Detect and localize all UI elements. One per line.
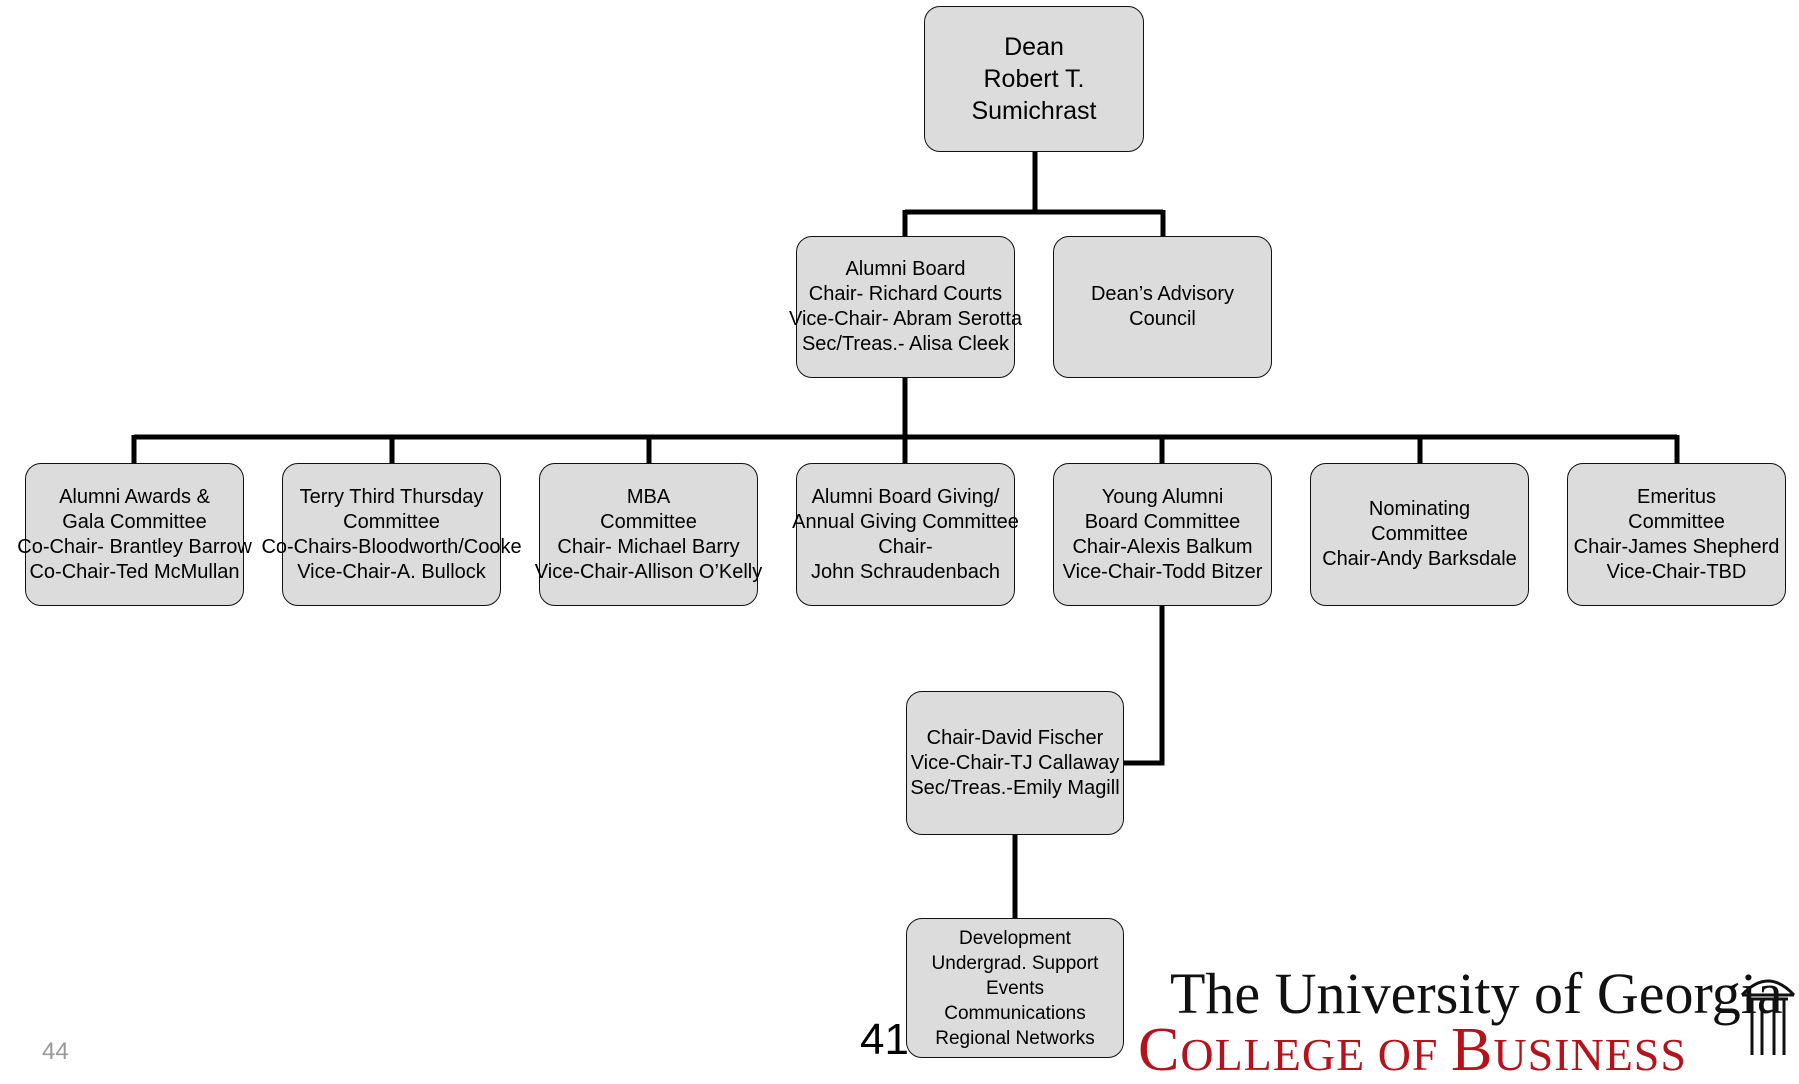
node-line: Chair-James Shepherd	[1573, 535, 1780, 558]
terry-third-thursday-committee-box: Terry Third Thursday Committee Co-Chairs…	[261, 463, 522, 606]
node-line: Committee	[1371, 523, 1468, 545]
node-line: John Schraudenbach	[810, 560, 1001, 583]
node-line: Co-Chairs-Bloodworth/Cooke	[261, 535, 522, 558]
node-line: Vice-Chair-Todd Bitzer	[1062, 560, 1263, 583]
young-alumni-board-officers-box: Chair-David Fischer Vice-Chair-TJ Callaw…	[906, 691, 1124, 835]
node-line: Committee	[343, 510, 440, 533]
node-line: Vice-Chair-TBD	[1606, 560, 1747, 583]
alumni-board-box: Alumni Board Chair- Richard Courts Vice-…	[789, 236, 1022, 378]
connector-dean-to-level1	[902, 152, 1166, 236]
node-line: Co-Chair- Brantley Barrow	[17, 535, 252, 558]
connector-alumni-board-to-committees	[131, 378, 1680, 463]
mba-committee-box: MBA Committee Chair- Michael Barry Vice-…	[535, 463, 762, 606]
alumni-board-giving-committee-box: Alumni Board Giving/ Annual Giving Commi…	[792, 463, 1019, 606]
dean-title: Dean	[1004, 33, 1064, 61]
dean-name-line2: Sumichrast	[971, 97, 1097, 125]
node-line: Chair-David Fischer	[926, 726, 1104, 749]
dean-text: Dean Robert T. Sumichrast	[971, 31, 1096, 127]
node-line: Dean’s Advisory	[1090, 283, 1235, 305]
node-line: Chair-	[878, 535, 933, 558]
emeritus-committee-box: Emeritus Committee Chair-James Shepherd …	[1567, 463, 1786, 606]
logo-university-line: The University of Georgia	[1170, 961, 1783, 1026]
development-box: Development Undergrad. Support Events Co…	[906, 918, 1124, 1058]
node-line: Events	[985, 977, 1045, 999]
node-line: Emeritus	[1637, 485, 1716, 508]
node-line: Committee	[600, 510, 697, 533]
terry-college-logo: The University of Georgia COLLEGE OF BUS…	[1138, 955, 1799, 1081]
node-line: Vice-Chair- Abram Serotta	[788, 308, 1023, 330]
org-chart-connectors	[131, 152, 1680, 918]
node-line: Vice-Chair-TJ Callaway	[910, 751, 1120, 774]
node-line: Vice-Chair-A. Bullock	[297, 560, 486, 583]
node-line: Co-Chair-Ted McMullan	[29, 560, 240, 583]
node-line: Vice-Chair-Allison O’Kelly	[534, 560, 763, 583]
node-line: Chair-Alexis Balkum	[1072, 535, 1253, 558]
connector-young-alumni-to-board	[1122, 606, 1165, 766]
node-line: Council	[1129, 308, 1196, 330]
node-line: Chair- Richard Courts	[808, 283, 1003, 305]
node-line: Young Alumni	[1101, 485, 1224, 508]
node-line: Terry Third Thursday	[299, 485, 484, 508]
node-line: Annual Giving Committee	[792, 510, 1019, 533]
page-number: 41	[860, 1015, 909, 1064]
dean-name-line1: Robert T.	[983, 65, 1085, 93]
young-alumni-committee-box: Young Alumni Board Committee Chair-Alexi…	[1053, 463, 1272, 606]
node-line: Chair- Michael Barry	[557, 535, 740, 558]
alumni-awards-committee-box: Alumni Awards & Gala Committee Co-Chair-…	[17, 463, 252, 606]
node-line: Nominating	[1368, 498, 1471, 520]
arch-icon	[1740, 979, 1796, 1055]
node-line: Regional Networks	[935, 1027, 1095, 1049]
deans-advisory-council-box: Dean’s Advisory Council	[1053, 236, 1272, 378]
node-line: MBA	[626, 485, 671, 508]
node-line: Gala Committee	[62, 510, 207, 533]
node-line: Chair-Andy Barksdale	[1322, 548, 1517, 570]
node-line: Alumni Awards &	[59, 485, 210, 508]
node-line: Committee	[1628, 510, 1725, 533]
node-line: Alumni Board	[845, 258, 966, 280]
node-line: Sec/Treas.-Emily Magill	[910, 776, 1120, 799]
node-line: Communications	[944, 1002, 1086, 1024]
nominating-committee-box: Nominating Committee Chair-Andy Barksdal…	[1310, 463, 1529, 606]
node-line: Undergrad. Support	[931, 952, 1099, 974]
dean-box: Dean Robert T. Sumichrast	[924, 6, 1144, 152]
node-line: Sec/Treas.- Alisa Cleek	[801, 333, 1010, 355]
node-line: Board Committee	[1084, 510, 1241, 533]
node-line: Development	[959, 927, 1071, 949]
node-line: Alumni Board Giving/	[811, 485, 1000, 508]
logo-college-line: COLLEGE OF BUSINESS	[1138, 1016, 1687, 1084]
corner-page-mark: 44	[42, 1038, 69, 1065]
